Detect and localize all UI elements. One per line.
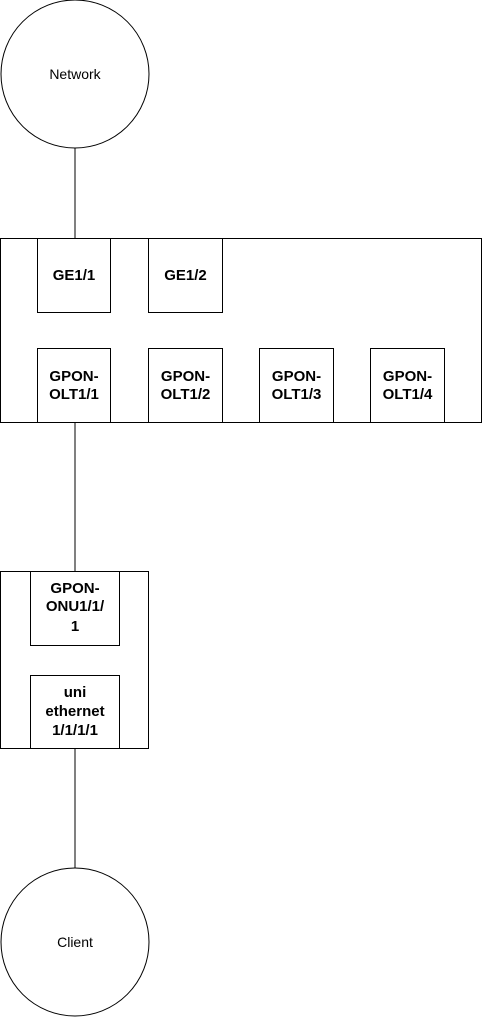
port-ge1-2: GE1/2 — [148, 238, 223, 313]
port-ge1-1: GE1/1 — [37, 238, 111, 313]
port-gpon-olt1-1: GPON- OLT1/1 — [37, 348, 111, 423]
client-label: Client — [57, 934, 93, 950]
port-ge1-1-label: GE1/1 — [53, 267, 96, 284]
port-gpon-olt1-2-line1: GPON- — [161, 368, 210, 385]
port-gpon-olt1-3-line1: GPON- — [272, 368, 321, 385]
port-gpon-onu-line3: 1 — [71, 618, 79, 635]
port-gpon-olt1-4-line1: GPON- — [383, 368, 432, 385]
port-gpon-onu-line1: GPON- — [50, 580, 99, 597]
port-gpon-olt1-2-line2: OLT1/2 — [161, 386, 211, 403]
olt-chassis: GE1/1 GE1/2 GPON- OLT1/1 GPON- OLT1/2 GP… — [0, 238, 482, 423]
port-gpon-olt1-4: GPON- OLT1/4 — [370, 348, 445, 423]
port-uni-ethernet: uni ethernet 1/1/1/1 — [30, 675, 120, 749]
port-gpon-olt1-2: GPON- OLT1/2 — [148, 348, 223, 423]
port-gpon-olt1-1-line2: OLT1/1 — [49, 386, 99, 403]
port-gpon-onu-line2: ONU1/1/ — [46, 598, 105, 615]
client-node: Client — [0, 867, 150, 1017]
port-gpon-onu: GPON- ONU1/1/ 1 — [30, 571, 120, 646]
port-uni-ethernet-line2: ethernet — [45, 703, 104, 720]
network-label: Network — [49, 66, 101, 82]
port-gpon-olt1-3-line2: OLT1/3 — [272, 386, 322, 403]
port-uni-ethernet-line3: 1/1/1/1 — [52, 722, 98, 739]
port-gpon-olt1-3: GPON- OLT1/3 — [259, 348, 334, 423]
port-gpon-olt1-4-line2: OLT1/4 — [383, 386, 433, 403]
port-uni-ethernet-line1: uni — [64, 684, 87, 701]
network-node: Network — [0, 0, 150, 149]
port-ge1-2-label: GE1/2 — [164, 267, 207, 284]
onu-chassis: GPON- ONU1/1/ 1 uni ethernet 1/1/1/1 — [0, 571, 149, 749]
port-gpon-olt1-1-line1: GPON- — [49, 368, 98, 385]
